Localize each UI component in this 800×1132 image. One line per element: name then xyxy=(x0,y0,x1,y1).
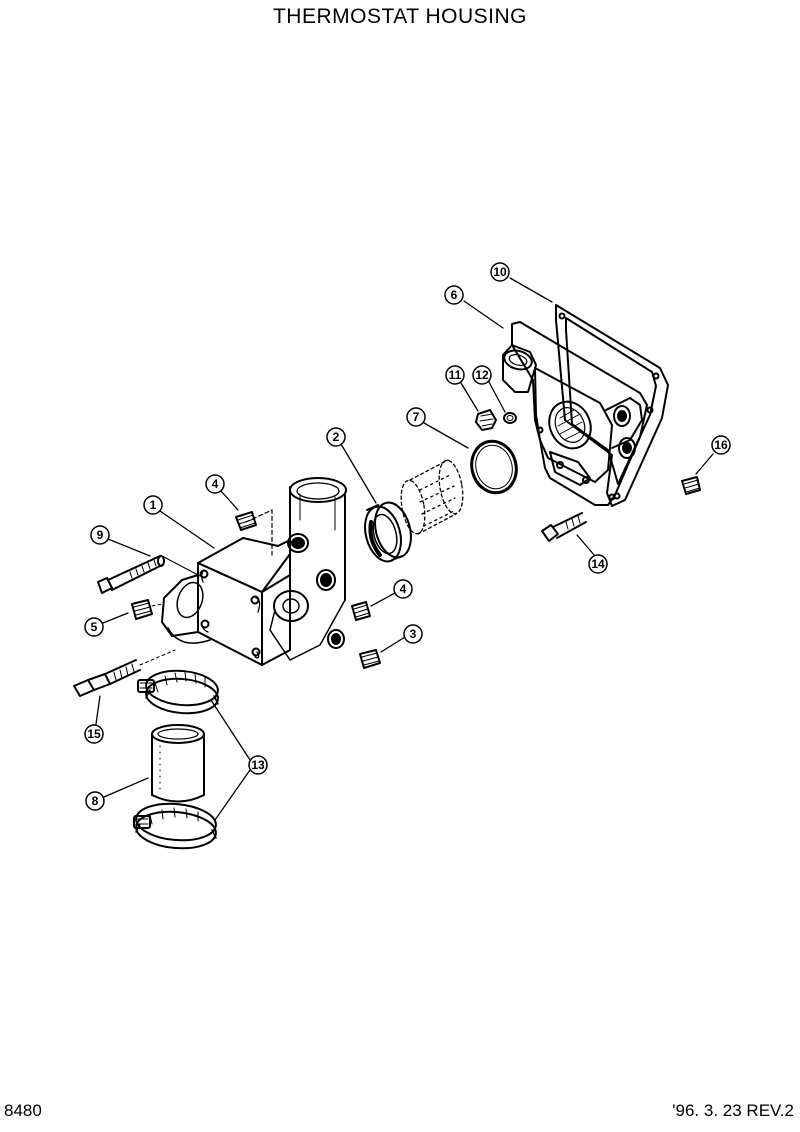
part-6-cover-plate xyxy=(502,321,648,506)
callout-labels: 10 6 11 12 7 2 4 1 9 5 4 3 15 8 13 14 16 xyxy=(87,265,728,808)
leader-lines xyxy=(95,277,714,821)
part-10-gasket xyxy=(555,304,669,507)
callout-2: 2 xyxy=(333,430,340,444)
callout-7: 7 xyxy=(413,410,420,424)
callout-6: 6 xyxy=(451,288,458,302)
part-7-o-ring xyxy=(470,439,518,495)
page-code: 8480 xyxy=(4,1101,42,1120)
callout-13: 13 xyxy=(251,758,265,772)
part-8-hose xyxy=(151,724,205,803)
part-4-plug-lower xyxy=(351,601,371,621)
part-13-clamp-upper xyxy=(137,669,219,715)
callout-11: 11 xyxy=(449,368,462,382)
callout-9: 9 xyxy=(97,528,104,542)
thermostat-phantom xyxy=(400,459,464,535)
part-14-bolt xyxy=(541,512,587,542)
callout-14: 14 xyxy=(591,557,605,571)
part-4-plug-upper xyxy=(235,511,257,531)
callout-16: 16 xyxy=(714,438,728,452)
callout-12: 12 xyxy=(475,368,489,382)
callout-15: 15 xyxy=(87,727,101,741)
part-16-plug xyxy=(681,476,701,495)
part-12-o-ring xyxy=(503,412,517,424)
page-title: THERMOSTAT HOUSING xyxy=(272,5,527,28)
part-9-bolt xyxy=(97,555,201,594)
part-15-fitting xyxy=(73,649,176,697)
callout-8: 8 xyxy=(92,794,99,808)
part-3-plug xyxy=(359,649,381,669)
part-13-clamp-lower xyxy=(133,802,217,850)
callout-5: 5 xyxy=(91,620,98,634)
part-1-housing xyxy=(161,477,347,666)
callout-4-upper: 4 xyxy=(212,477,219,491)
part-5-plug xyxy=(131,599,163,620)
part-11-plug xyxy=(475,409,497,431)
callout-1: 1 xyxy=(150,498,157,512)
callout-3: 3 xyxy=(410,627,417,641)
callout-4-lower: 4 xyxy=(400,582,407,596)
callout-10: 10 xyxy=(493,265,507,279)
part-2-seal xyxy=(364,501,412,563)
callout-circles xyxy=(84,262,731,811)
revision-stamp: '96. 3. 23 REV.2 xyxy=(672,1101,794,1120)
